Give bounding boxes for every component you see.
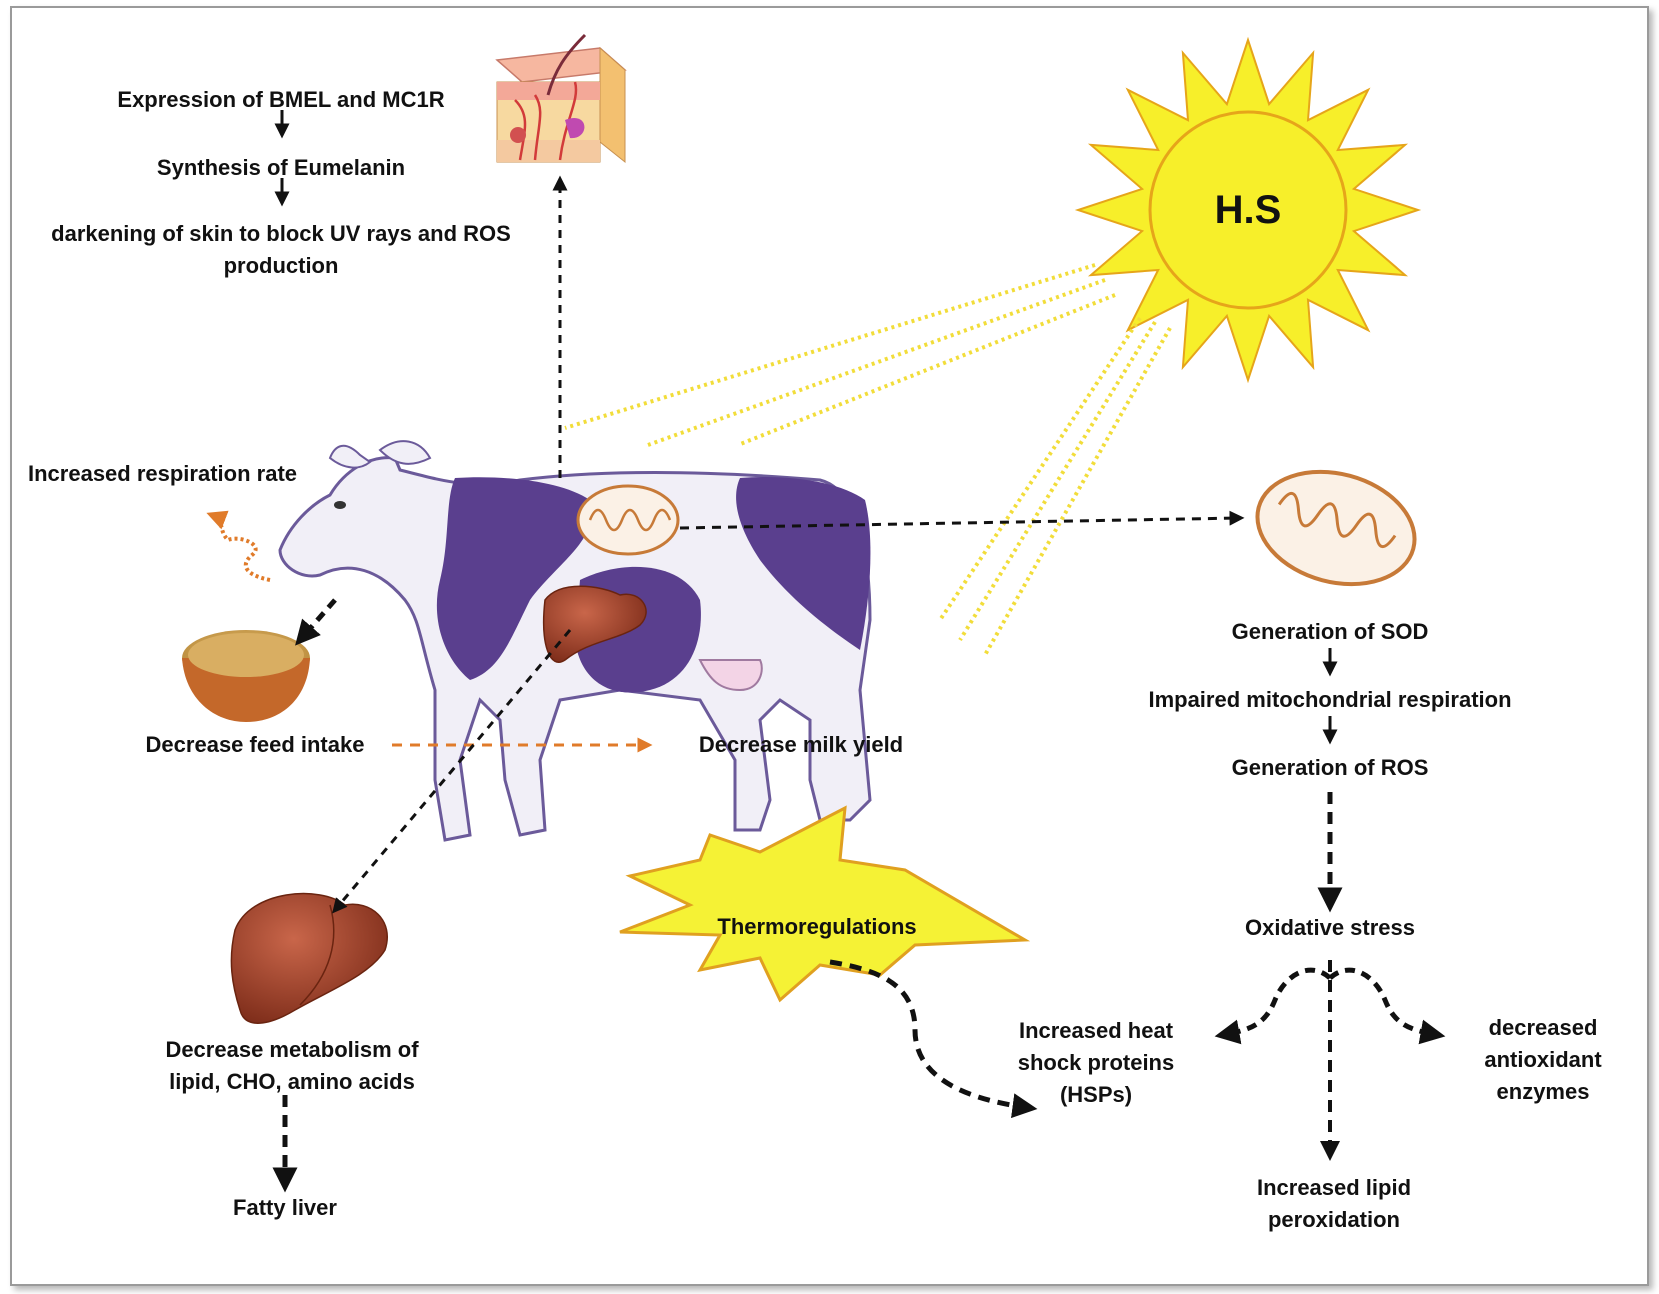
oxidative-stress-label: Oxidative stress: [1245, 915, 1415, 940]
liver-icon: [542, 585, 647, 663]
feed-arrow: [295, 598, 337, 646]
sun-icon: [1074, 36, 1422, 384]
liver-arrow: [332, 629, 572, 914]
mito-step-1: Generation of SOD: [1231, 619, 1429, 644]
feed-bowl-icon: [182, 630, 310, 722]
feed-intake-label: Decrease feed intake: [145, 732, 365, 757]
respiration-arrow: [206, 510, 271, 582]
milk-yield-label: Decrease milk yield: [698, 732, 904, 757]
thermoregulation-label: Thermoregulations: [717, 914, 917, 939]
skin-layers-icon: [495, 33, 627, 164]
skin-pathway-arrows: [274, 110, 568, 478]
hsp-label: Increased heat shock proteins (HSPs): [1017, 1018, 1175, 1107]
fatty-liver-icon: [230, 892, 388, 1024]
mito-step-3: Generation of ROS: [1231, 755, 1429, 780]
skin-step-1: Expression of BMEL and MC1R: [117, 87, 445, 112]
heat-stress-label: H.S: [1214, 188, 1282, 232]
skin-step-3: darkening of skin to block UV rays and R…: [51, 221, 511, 278]
mitochondria-icon: [576, 484, 680, 556]
fatty-liver-label: Fatty liver: [233, 1195, 337, 1220]
sunlight-beams: [564, 263, 1172, 656]
skin-step-2: Synthesis of Eumelanin: [156, 155, 406, 180]
respiration-label: Increased respiration rate: [28, 461, 298, 486]
mito-step-2: Impaired mitochondrial respiration: [1148, 687, 1512, 712]
thermoregulation-burst: [619, 805, 1031, 1003]
liver-metabolism-label: Decrease metabolism of lipid, CHO, amino…: [165, 1037, 419, 1094]
mitochondria-arrow: [679, 510, 1245, 530]
mito-pathway-arrows: [829, 648, 1446, 1161]
mitochondria-icon-enlarged: [1255, 469, 1417, 587]
lipid-peroxidation-label: Increased lipid peroxidation: [1256, 1175, 1412, 1232]
antioxidant-label: decreased antioxidant enzymes: [1484, 1015, 1602, 1104]
